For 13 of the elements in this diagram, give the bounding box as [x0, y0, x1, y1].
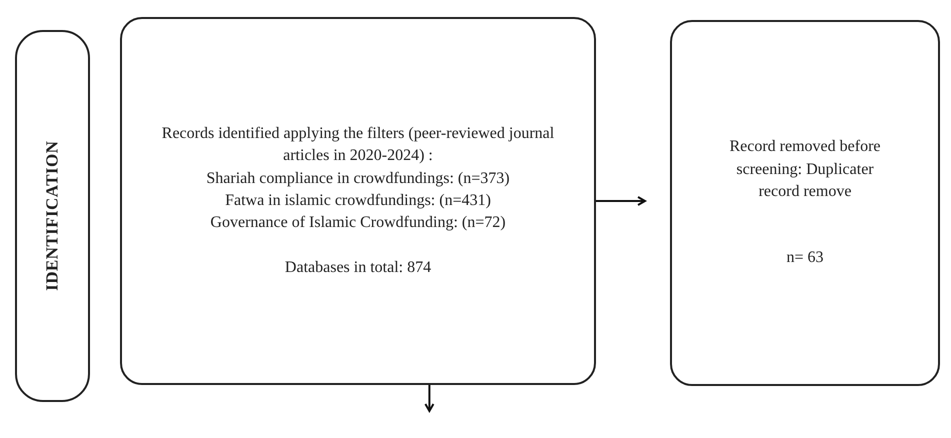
box-text: Governance of Islamic Crowdfunding: (n=72) [210, 213, 506, 234]
box-text: Fatwa in islamic crowdfundings: (n=431) [225, 191, 491, 211]
process-box [670, 20, 940, 386]
arrow [424, 385, 434, 412]
box-text: Records identified applying the filters (peer-reviewed journal articles in 2020-2024) : [160, 124, 556, 166]
box-text: Databases in total: 874 [284, 258, 432, 278]
box-text: Shariah compliance in crowdfundings: (n=373) [206, 168, 510, 189]
arrow [596, 196, 646, 206]
box-text: Record removed before screening: Duplicater record remove [728, 137, 882, 202]
box-text: n= 63 [786, 248, 824, 268]
stage-label: IDENTIFICATION [42, 140, 63, 292]
process-box [120, 17, 596, 385]
stage-box [15, 30, 90, 402]
